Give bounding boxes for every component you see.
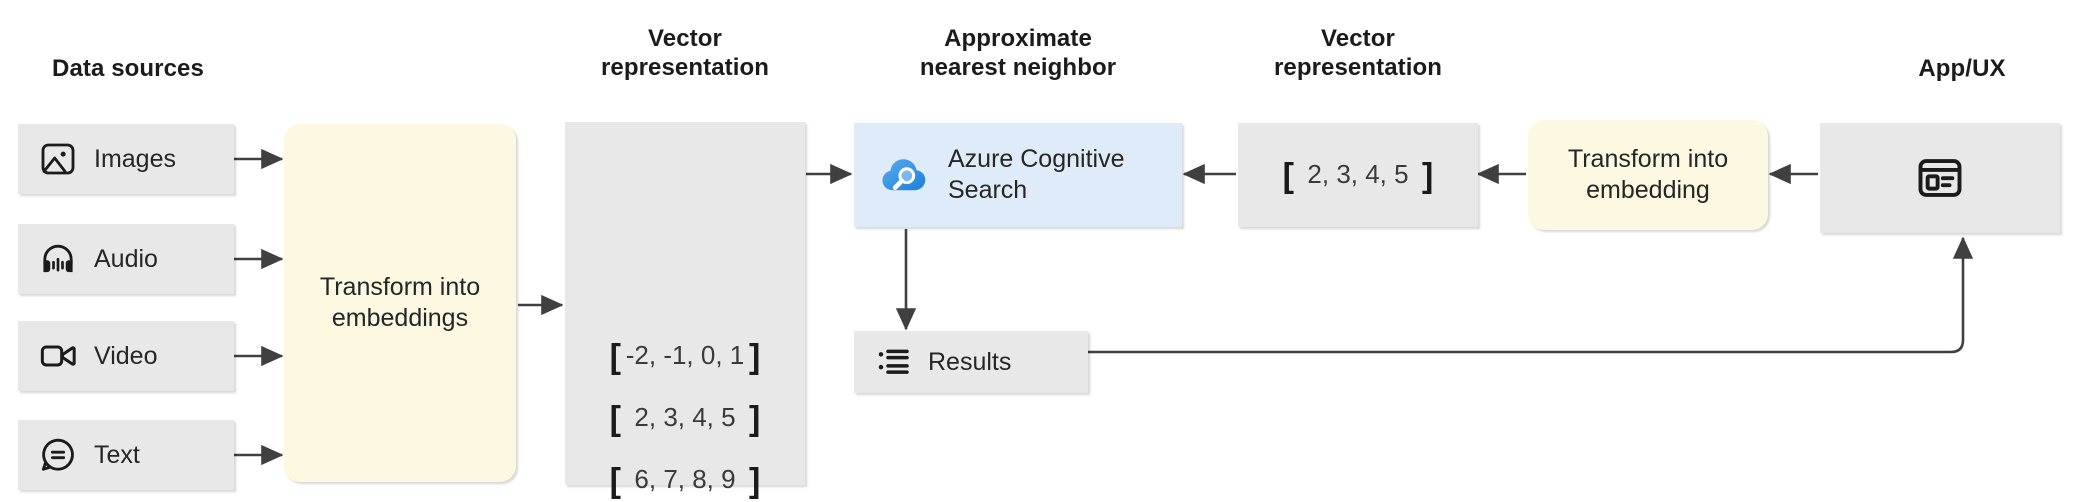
vector-row: [ 2, 3, 4, 5 ] xyxy=(609,399,761,438)
transform-line-1: Transform into xyxy=(319,273,481,301)
data-source-audio[interactable]: Audio xyxy=(18,224,234,294)
vector-values: -2, -1, 0, 1 xyxy=(625,340,745,370)
heading-vector-representation-right: Vector representation xyxy=(1238,24,1478,82)
azure-cognitive-search-icon xyxy=(878,148,932,202)
results-label: Results xyxy=(928,347,1012,376)
heading-line: representation xyxy=(1273,54,1443,81)
transform-into-embedding-label: Transform into embedding xyxy=(1568,144,1728,206)
headphones-icon xyxy=(38,239,78,279)
data-source-label: Audio xyxy=(94,244,158,273)
transform-into-embedding-node[interactable]: Transform into embedding xyxy=(1528,120,1768,230)
heading-data-sources: Data sources xyxy=(52,55,204,82)
video-camera-icon xyxy=(38,336,78,376)
image-icon xyxy=(38,139,78,179)
heading-line: Vector xyxy=(1321,25,1395,52)
vector-row: [ -2, -1, 0, 1 ] xyxy=(609,337,761,376)
service-line-1: Azure Cognitive xyxy=(948,145,1125,173)
azure-cognitive-search-label: Azure Cognitive Search xyxy=(948,144,1124,206)
data-source-video[interactable]: Video xyxy=(18,321,234,391)
heading-line: Approximate xyxy=(944,25,1092,52)
transform-line-1: Transform into xyxy=(1567,145,1729,173)
heading-vector-representation-left: Vector representation xyxy=(565,24,805,82)
azure-cognitive-search-node[interactable]: Azure Cognitive Search xyxy=(854,123,1182,227)
vector-values: 2, 3, 4, 5 xyxy=(634,402,736,432)
data-source-images[interactable]: Images xyxy=(18,124,234,194)
vector-row: [ 6, 7, 8, 9 ] xyxy=(609,461,761,500)
bulleted-list-icon xyxy=(874,342,914,382)
transform-into-embeddings-node[interactable]: Transform into embeddings xyxy=(284,124,516,482)
data-source-label: Images xyxy=(94,144,176,173)
vector-row: [ 2, 3, 4, 5 ] xyxy=(1282,156,1434,195)
data-source-label: Video xyxy=(94,341,158,370)
app-window-icon xyxy=(1914,152,1966,204)
vector-representation-node-left: [ -2, -1, 0, 1 ] [ 2, 3, 4, 5 ] [ 6, 7, … xyxy=(565,122,805,498)
heading-line: representation xyxy=(600,54,770,81)
chat-text-icon xyxy=(38,435,78,475)
app-ux-node[interactable] xyxy=(1820,123,2060,233)
transform-line-2: embedding xyxy=(1586,176,1710,204)
service-line-2: Search xyxy=(948,176,1028,204)
results-node[interactable]: Results xyxy=(854,331,1088,393)
data-source-label: Text xyxy=(94,440,140,469)
transform-into-embeddings-label: Transform into embeddings xyxy=(320,272,480,334)
source-to-transform-arrows xyxy=(234,148,284,466)
data-source-text[interactable]: Text xyxy=(18,420,234,490)
heading-approximate-nearest-neighbor: Approximate nearest neighbor xyxy=(854,24,1182,82)
heading-line: nearest neighbor xyxy=(919,54,1117,81)
vector-values: 2, 3, 4, 5 xyxy=(1307,159,1409,189)
vector-representation-node-right: [ 2, 3, 4, 5 ] xyxy=(1238,123,1478,227)
transform-line-2: embeddings xyxy=(331,304,469,332)
results-to-appux-connector xyxy=(1088,236,1974,354)
heading-line: Vector xyxy=(648,25,722,52)
heading-app-ux: App/UX xyxy=(1918,55,2006,82)
vector-values: 6, 7, 8, 9 xyxy=(634,464,736,494)
